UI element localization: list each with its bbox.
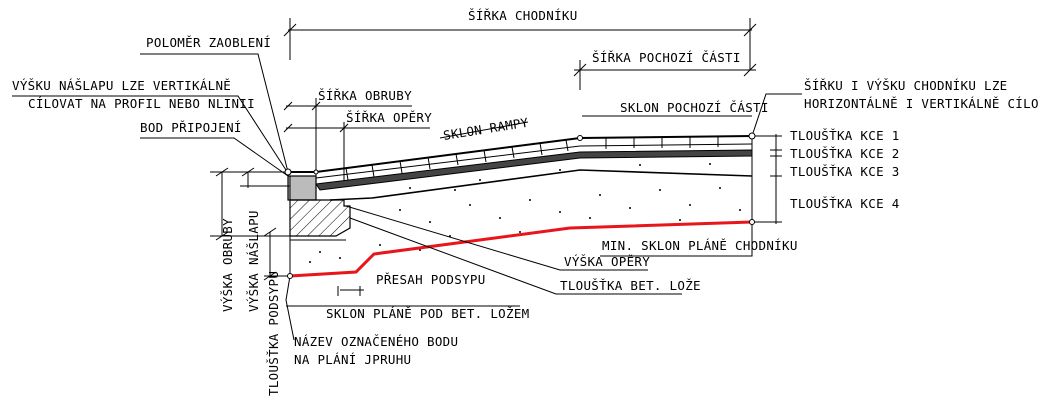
point-bod-pripojeni [284,168,292,176]
sidewalk-structure [287,135,753,278]
label-sklon-rampy: SKLON RAMPY [442,115,530,143]
label-vysku-naslapu-1: VÝŠKU NÁŠLAPU LZE VERTIKÁLNĚ [12,78,231,93]
label-sirku-vysku-2: HORIZONTÁLNĚ I VERTIKÁLNĚ CÍLOVAT [804,96,1038,111]
label-tloustka-bet-loze: TLOUŠŤKA BET. LOŽE [560,278,701,293]
leader-lines [12,53,802,341]
label-sirka-chodniku: ŠÍŘKA CHODNÍKU [468,8,578,23]
dim-left-verticals [210,167,290,281]
dim-walk-part-width [573,60,757,90]
point-subgrade-edge [749,219,755,225]
label-sirka-pochozi-casti: ŠÍŘKA POCHOZÍ ČÁSTI [592,50,741,65]
label-tloustka-kce-3: TLOUŠŤKA KCE 3 [790,164,900,179]
dim-layer-thickness [752,134,782,224]
label-min-sklon-plane: MIN. SKLON PLÁNĚ CHODNÍKU [602,238,798,253]
label-sirka-obruby: ŠÍŘKA OBRUBY [318,88,412,103]
label-nazev-bodu-2: NA PLÁNÍ JPRUHU [294,352,411,367]
label-vyska-opery: VÝŠKA OPĚRY [564,254,650,269]
label-nazev-bodu-1: NÁZEV OZNAČENÉHO BODU [294,334,458,349]
label-sklon-pochozi-casti: SKLON POCHOZÍ ČÁSTI [620,100,769,115]
label-tloustka-kce-2: TLOUŠŤKA KCE 2 [790,146,900,161]
dim-curb-width [283,98,412,180]
point-ramp-break [577,135,583,141]
label-sklon-plane-pod-bet-lozem: SKLON PLÁNĚ POD BET. LOŽEM [326,306,529,321]
point-subgrade-start [287,273,293,279]
label-presah-podsypu: PŘESAH PODSYPU [376,272,486,287]
label-sirku-vysku-1: ŠÍŘKU I VÝŠKU CHODNÍKU LZE [804,78,1007,93]
label-bod-pripojeni: BOD PŘIPOJENÍ [140,120,242,135]
label-tloustka-kce-4: TLOUŠŤKA KCE 4 [790,196,900,211]
label-tloustka-kce-1: TLOUŠŤKA KCE 1 [790,128,900,143]
dim-sidewalk-width [283,18,757,70]
label-vyska-naslapu: VÝŠKA NÁŠLAPU [246,210,261,312]
marked-points [284,132,756,279]
label-vyska-obruby: VÝŠKA OBRUBY [220,218,235,312]
label-tloustka-podsypu: TLOUŠŤKA PODSYPU [266,271,281,396]
point-curb-top [313,169,319,175]
point-sidewalk-edge [748,132,756,140]
label-polomer-zaobleni: POLOMĚR ZAOBLENÍ [146,35,271,50]
label-sirka-opery: ŠÍŘKA OPĚRY [346,110,432,125]
label-vysku-naslapu-2: CÍLOVAT NA PROFIL NEBO NLINII [28,96,255,111]
